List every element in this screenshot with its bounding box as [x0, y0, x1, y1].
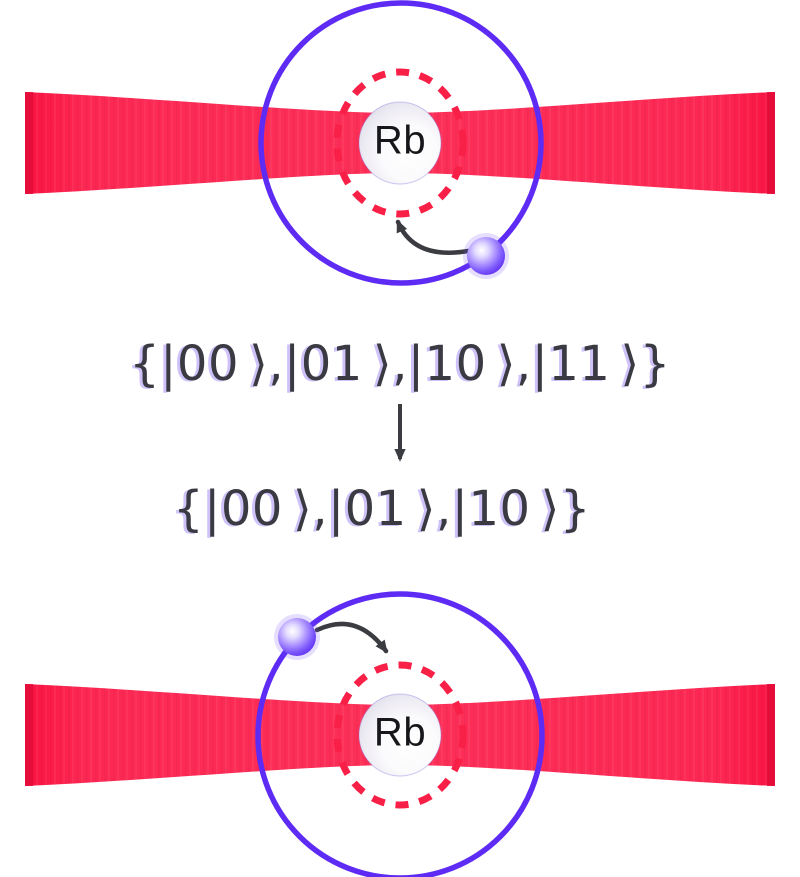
electron — [467, 237, 505, 275]
atom-core — [358, 101, 442, 185]
excitation-arrow — [395, 219, 471, 255]
state-set-reduced: {|00 ⟩,|01 ⟩,|10 ⟩} — [173, 481, 591, 537]
beam-left-cap — [25, 92, 33, 194]
excitation-arrow — [314, 621, 389, 654]
atom-core — [358, 693, 442, 777]
electron — [278, 618, 316, 656]
bottom-atom — [25, 591, 775, 877]
inner-orbit-dashed — [333, 661, 467, 809]
atom-label-bottom: Rb — [373, 710, 427, 755]
beam-right-cap — [767, 684, 775, 786]
state-set-full: {|00 ⟩,|01 ⟩,|10 ⟩,|11 ⟩} — [129, 336, 671, 392]
atom-label-top: Rb — [373, 118, 427, 163]
top-atom — [25, 0, 775, 286]
beam-right-cap — [767, 92, 775, 194]
outer-orbit — [258, 0, 544, 286]
inner-orbit-dashed — [333, 68, 467, 218]
beam-left-cap — [25, 684, 33, 786]
outer-orbit — [255, 591, 545, 877]
